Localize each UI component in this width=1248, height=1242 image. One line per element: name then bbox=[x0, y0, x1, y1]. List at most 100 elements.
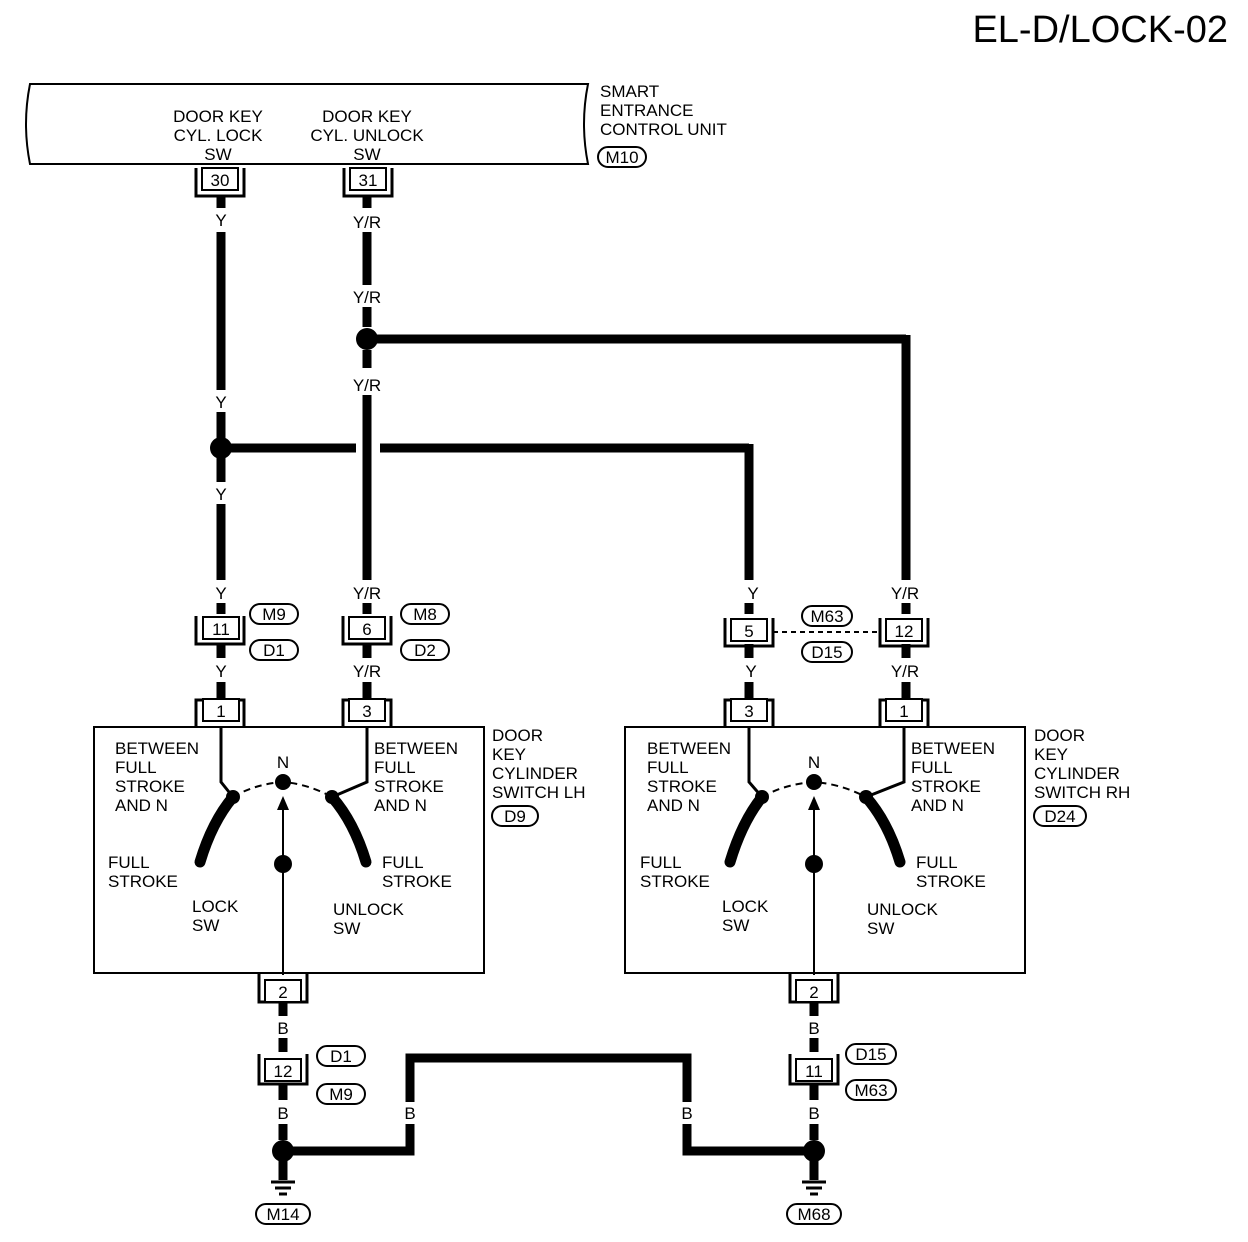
junction-pin-12: 12 bbox=[878, 618, 930, 648]
wire-label-b-3: B bbox=[404, 1104, 415, 1123]
svg-text:AND N: AND N bbox=[911, 796, 964, 815]
svg-text:STROKE: STROKE bbox=[382, 872, 452, 891]
svg-text:M9: M9 bbox=[262, 605, 286, 624]
svg-text:1: 1 bbox=[216, 702, 225, 721]
svg-text:AND N: AND N bbox=[115, 796, 168, 815]
svg-text:FULL: FULL bbox=[108, 853, 150, 872]
svg-text:3: 3 bbox=[362, 702, 371, 721]
svg-text:BETWEEN: BETWEEN bbox=[374, 739, 458, 758]
control-unit-name-3: CONTROL UNIT bbox=[600, 120, 727, 139]
connector-tag-d15-ground: D15 bbox=[845, 1043, 897, 1065]
svg-text:STROKE: STROKE bbox=[640, 872, 710, 891]
svg-text:AND N: AND N bbox=[374, 796, 427, 815]
splice-unlock bbox=[356, 328, 378, 350]
wire-label-b-2: B bbox=[277, 1104, 288, 1123]
svg-text:6: 6 bbox=[362, 620, 371, 639]
wire-label-yr-2: Y/R bbox=[353, 288, 381, 307]
svg-text:12: 12 bbox=[895, 622, 914, 641]
wire-label-y-2: Y bbox=[215, 393, 226, 412]
switch-rh-name-4: SWITCH RH bbox=[1034, 783, 1130, 802]
unlock-sw-label-1: DOOR KEY bbox=[322, 107, 412, 126]
wire-label-y-6: Y bbox=[747, 584, 758, 603]
lock-sw-label-2: CYL. LOCK bbox=[174, 126, 263, 145]
svg-text:SW: SW bbox=[192, 916, 219, 935]
connector-tag-d2: D2 bbox=[400, 639, 450, 661]
svg-text:STROKE: STROKE bbox=[108, 872, 178, 891]
svg-text:SW: SW bbox=[867, 919, 894, 938]
switch-rh-name-1: DOOR bbox=[1034, 726, 1085, 745]
svg-text:M8: M8 bbox=[413, 605, 437, 624]
switch-lh-pin-1: 1 bbox=[194, 698, 246, 727]
switch-rh-pin-1: 1 bbox=[878, 698, 930, 727]
svg-text:M10: M10 bbox=[605, 148, 638, 167]
svg-text:M63: M63 bbox=[854, 1081, 887, 1100]
ground-lh-pin-12: 12 bbox=[257, 1054, 309, 1086]
splice-lock bbox=[210, 437, 232, 459]
svg-text:STROKE: STROKE bbox=[647, 777, 717, 796]
svg-text:2: 2 bbox=[809, 983, 818, 1002]
wire-label-b-4: B bbox=[681, 1104, 692, 1123]
wire-label-b-1: B bbox=[277, 1019, 288, 1038]
unlock-sw-label-2: CYL. UNLOCK bbox=[310, 126, 424, 145]
connector-tag-m9-ground: M9 bbox=[316, 1083, 366, 1105]
splice-ground-lh bbox=[272, 1140, 294, 1162]
wire-label-yr-1: Y/R bbox=[353, 213, 381, 232]
connector-tag-m63-ground: M63 bbox=[845, 1079, 897, 1101]
svg-text:11: 11 bbox=[212, 620, 230, 639]
svg-text:2: 2 bbox=[278, 983, 287, 1002]
page-title: EL-D/LOCK-02 bbox=[972, 9, 1228, 51]
svg-text:BETWEEN: BETWEEN bbox=[647, 739, 731, 758]
svg-text:M9: M9 bbox=[329, 1085, 353, 1104]
svg-text:STROKE: STROKE bbox=[911, 777, 981, 796]
svg-text:SW: SW bbox=[333, 919, 360, 938]
wire-label-yr-3: Y/R bbox=[353, 376, 381, 395]
svg-text:LOCK: LOCK bbox=[192, 897, 239, 916]
svg-text:31: 31 bbox=[359, 171, 378, 190]
switch-rh-pin-3: 3 bbox=[723, 698, 775, 727]
svg-text:UNLOCK: UNLOCK bbox=[333, 900, 405, 919]
wire-label-b-6: B bbox=[808, 1104, 819, 1123]
control-unit-name-1: SMART bbox=[600, 82, 659, 101]
svg-text:M63: M63 bbox=[810, 607, 843, 626]
svg-text:FULL: FULL bbox=[911, 758, 953, 777]
switch-rh-pin-2: 2 bbox=[788, 973, 840, 1004]
wire-label-y-7: Y bbox=[745, 662, 756, 681]
switch-lh-name-3: CYLINDER bbox=[492, 764, 578, 783]
unlock-sw-label-3: SW bbox=[353, 145, 380, 164]
ground-icon-lh bbox=[271, 1180, 295, 1196]
switch-rh-name-3: CYLINDER bbox=[1034, 764, 1120, 783]
connector-tag-m63: M63 bbox=[801, 605, 853, 627]
connector-tag-d15: D15 bbox=[801, 641, 853, 663]
svg-text:BETWEEN: BETWEEN bbox=[115, 739, 199, 758]
switch-lh-pin-2: 2 bbox=[257, 973, 309, 1004]
svg-text:D15: D15 bbox=[855, 1045, 886, 1064]
svg-text:D24: D24 bbox=[1044, 807, 1075, 826]
connector-tag-d1: D1 bbox=[249, 639, 299, 661]
ground-icon-rh bbox=[802, 1180, 826, 1196]
svg-text:FULL: FULL bbox=[382, 853, 424, 872]
svg-text:STROKE: STROKE bbox=[374, 777, 444, 796]
svg-text:D15: D15 bbox=[811, 643, 842, 662]
svg-text:3: 3 bbox=[744, 702, 753, 721]
junction-pin-6: 6 bbox=[341, 616, 393, 646]
connector-tag-m10: M10 bbox=[597, 146, 647, 168]
control-unit-name-2: ENTRANCE bbox=[600, 101, 694, 120]
svg-text:LOCK: LOCK bbox=[722, 897, 769, 916]
svg-text:D1: D1 bbox=[263, 641, 285, 660]
wire-label-yr-6: Y/R bbox=[891, 584, 919, 603]
connector-tag-m68: M68 bbox=[786, 1203, 842, 1225]
svg-text:BETWEEN: BETWEEN bbox=[911, 739, 995, 758]
pin-31: 31 bbox=[342, 167, 394, 198]
splice-ground-rh bbox=[803, 1140, 825, 1162]
connector-tag-m9: M9 bbox=[249, 603, 299, 625]
wire-label-b-5: B bbox=[808, 1019, 819, 1038]
svg-text:UNLOCK: UNLOCK bbox=[867, 900, 939, 919]
door-key-cylinder-switch-rh: 3 1 BETWEEN FULL STROKE AND N BETWEEN FU… bbox=[624, 698, 1026, 1004]
door-key-cylinder-switch-lh: 1 3 BETWEEN FULL STROKE AND N BETWEEN FU… bbox=[93, 698, 485, 1004]
switch-lh-name-4: SWITCH LH bbox=[492, 783, 586, 802]
ground-rh-pin-11: 11 bbox=[788, 1054, 840, 1086]
switch-lh-name-1: DOOR bbox=[492, 726, 543, 745]
svg-text:D2: D2 bbox=[414, 641, 436, 660]
svg-text:D1: D1 bbox=[330, 1047, 352, 1066]
